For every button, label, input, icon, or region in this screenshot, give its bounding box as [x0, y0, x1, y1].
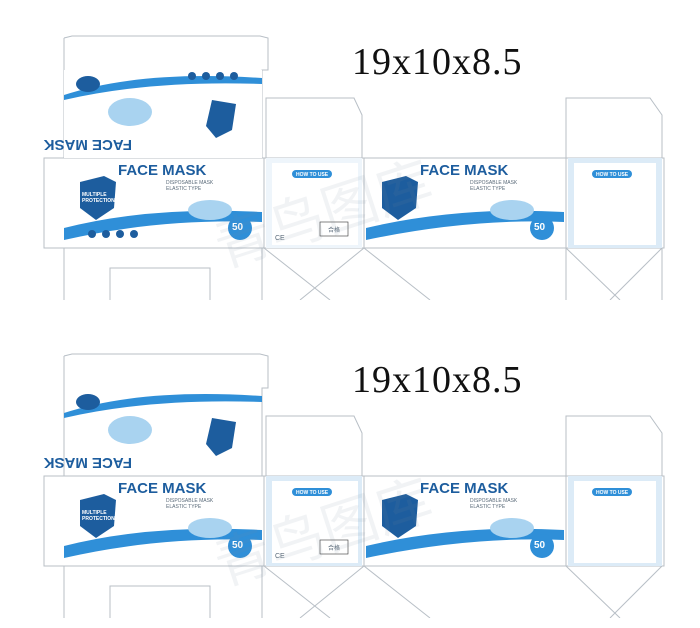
front-panel: FACE MASK DISPOSABLE MASK ELASTIC TYPE M…	[64, 162, 262, 240]
box-label: 合格	[328, 226, 340, 234]
svg-text:合格: 合格	[328, 544, 340, 552]
svg-text:DISPOSABLE MASK: DISPOSABLE MASK	[470, 498, 518, 504]
top-panel-title: FACE MASK	[43, 136, 132, 153]
side-panel-3: HOW TO USE 合格 CE	[266, 476, 362, 566]
side-panel-4: HOW TO USE	[568, 476, 662, 566]
dimension-label: 19x10x8.5	[352, 41, 523, 83]
back-subtitle-2: ELASTIC TYPE	[470, 186, 506, 192]
side-panel-1: HOW TO USE 合格 CE	[266, 158, 362, 248]
svg-text:ELASTIC TYPE: ELASTIC TYPE	[470, 504, 506, 510]
svg-text:FACE MASK: FACE MASK	[43, 454, 132, 471]
dieline-sheet-2: 19x10x8.5 青鸟图库 FACE MASK	[0, 318, 700, 618]
count-badge: 50	[232, 222, 244, 233]
back-panel: FACE MASK DISPOSABLE MASK ELASTIC TYPE 5…	[366, 162, 564, 240]
box-dieline: FACE MASK FACE MASK DISPOSABLE MASK ELAS…	[43, 35, 665, 300]
svg-text:MULTIPLE: MULTIPLE	[82, 510, 107, 516]
dimension-label-2: 19x10x8.5	[352, 359, 523, 401]
front-subtitle-2: ELASTIC TYPE	[166, 186, 202, 192]
side-panel-2: HOW TO USE	[568, 158, 662, 248]
svg-text:DISPOSABLE MASK: DISPOSABLE MASK	[166, 498, 214, 504]
front-title: FACE MASK	[118, 162, 207, 179]
svg-text:CE: CE	[275, 553, 285, 560]
box-dieline-2: FACE MASK FACE MASK DISPOSABLE MASK ELAS…	[43, 353, 665, 618]
top-panel-flipped-2: FACE MASK	[43, 394, 262, 471]
svg-text:FACE MASK: FACE MASK	[118, 480, 207, 497]
svg-text:50: 50	[232, 540, 244, 551]
svg-text:ELASTIC TYPE: ELASTIC TYPE	[166, 504, 202, 510]
top-panel-flipped: FACE MASK	[43, 70, 262, 158]
svg-text:50: 50	[534, 540, 546, 551]
howto-label-2: HOW TO USE	[596, 172, 629, 178]
back-panel-2: FACE MASK DISPOSABLE MASK ELASTIC TYPE 5…	[366, 480, 564, 558]
back-subtitle-1: DISPOSABLE MASK	[470, 180, 518, 186]
shield-label-2: PROTECTION	[82, 198, 115, 204]
dieline-sheet-1: 19x10x8.5 青鸟图库	[0, 0, 700, 300]
back-count-badge: 50	[534, 222, 546, 233]
back-title: FACE MASK	[420, 162, 509, 179]
svg-text:HOW TO USE: HOW TO USE	[596, 490, 629, 496]
svg-text:HOW TO USE: HOW TO USE	[296, 490, 329, 496]
svg-text:FACE MASK: FACE MASK	[420, 480, 509, 497]
howto-label: HOW TO USE	[296, 172, 329, 178]
front-subtitle-1: DISPOSABLE MASK	[166, 180, 214, 186]
ce-mark: CE	[275, 235, 285, 242]
front-panel-2: FACE MASK DISPOSABLE MASK ELASTIC TYPE M…	[64, 480, 262, 558]
shield-label-1: MULTIPLE	[82, 192, 107, 198]
svg-text:PROTECTION: PROTECTION	[82, 516, 115, 522]
